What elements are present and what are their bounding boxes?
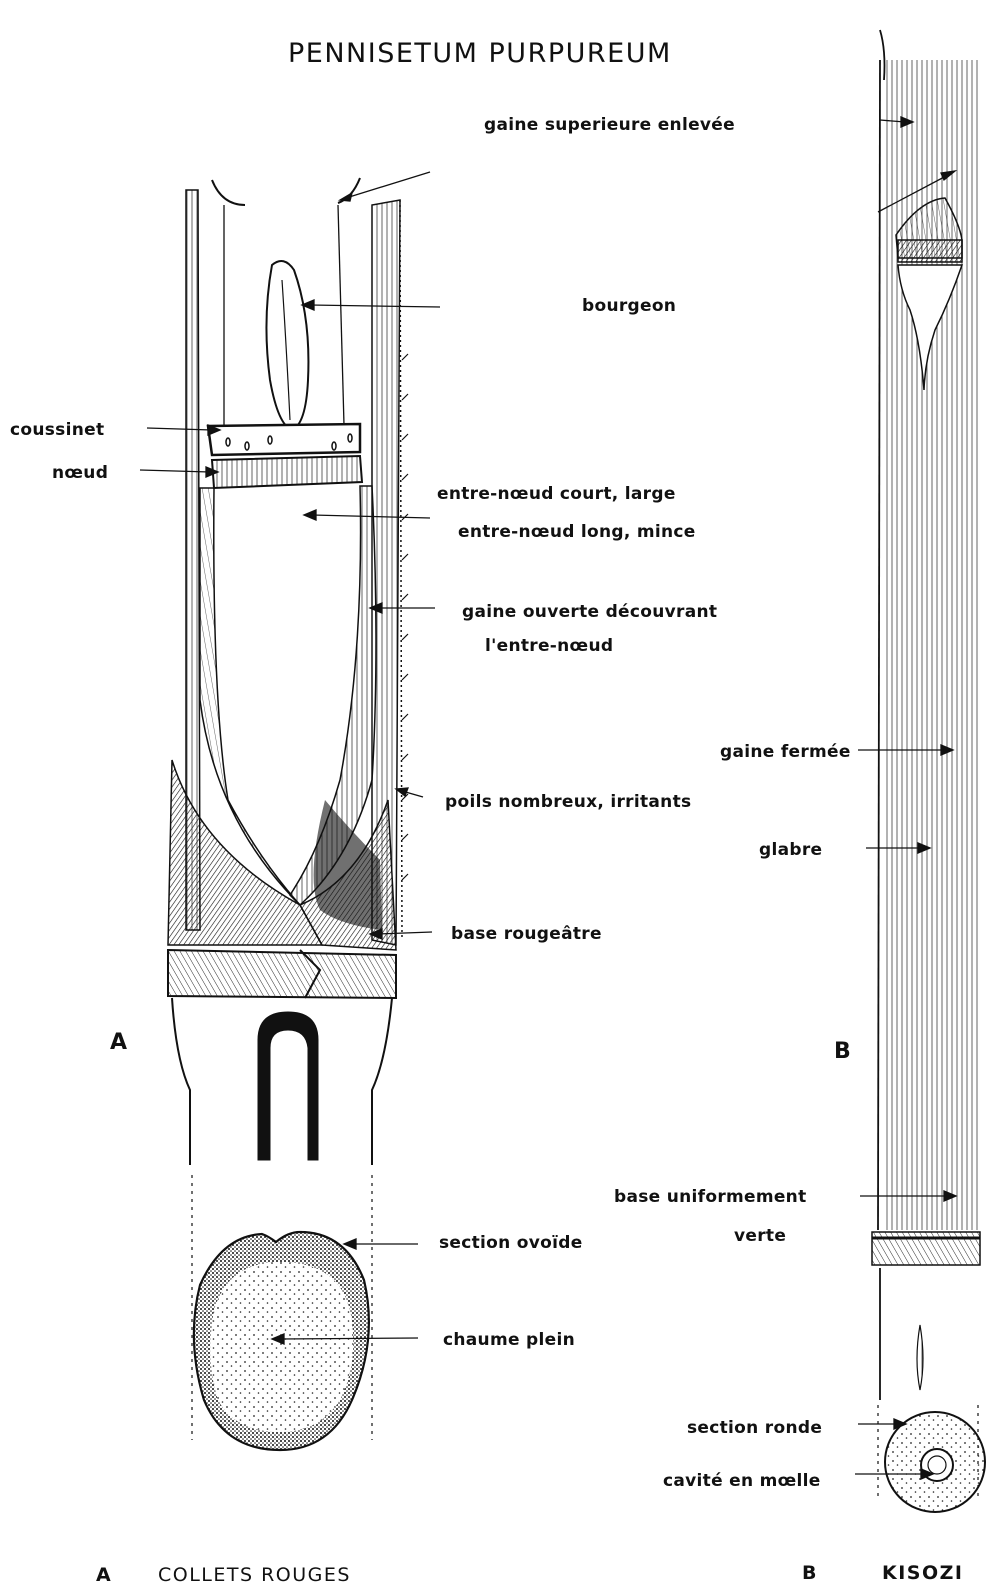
label-section-ronde: section ronde xyxy=(687,1418,822,1438)
label-entre-noeud-uncovered: l'entre-nœud xyxy=(485,636,613,656)
label-base-uniformement: base uniformement xyxy=(614,1187,807,1207)
label-gaine-ouverte: gaine ouverte découvrant xyxy=(462,602,717,622)
caption-b-letter: B xyxy=(802,1562,818,1584)
figure-b-marker: B xyxy=(834,1039,851,1064)
diagram-title: PENNISETUM PURPUREUM xyxy=(288,38,672,69)
bud-shape xyxy=(266,261,308,430)
label-section-ovoide: section ovoïde xyxy=(439,1233,583,1253)
label-base-rougeatre: base rougeâtre xyxy=(451,924,602,944)
label-entre-noeud-court: entre-nœud court, large xyxy=(437,484,676,504)
label-cavite-moelle: cavité en mœlle xyxy=(663,1471,821,1491)
figure-a-marker: A xyxy=(110,1030,127,1055)
label-glabre: glabre xyxy=(759,840,822,860)
figure-a-stem xyxy=(168,178,408,1450)
figure-b-stem xyxy=(872,30,985,1512)
label-bourgeon: bourgeon xyxy=(582,296,676,316)
label-chaume-plein: chaume plein xyxy=(443,1330,575,1350)
caption-a-text: COLLETS ROUGES xyxy=(158,1564,351,1586)
label-gaine-fermee: gaine fermée xyxy=(720,742,851,762)
label-poils: poils nombreux, irritants xyxy=(445,792,691,812)
label-verte: verte xyxy=(734,1226,786,1246)
label-noeud: nœud xyxy=(52,463,108,483)
label-gaine-superieure: gaine superieure enlevée xyxy=(484,115,735,135)
caption-a-letter: A xyxy=(96,1564,112,1586)
label-entre-noeud-long: entre-nœud long, mince xyxy=(458,522,696,542)
caption-b-text: KISOZI xyxy=(882,1562,963,1584)
label-coussinet: coussinet xyxy=(10,420,104,440)
